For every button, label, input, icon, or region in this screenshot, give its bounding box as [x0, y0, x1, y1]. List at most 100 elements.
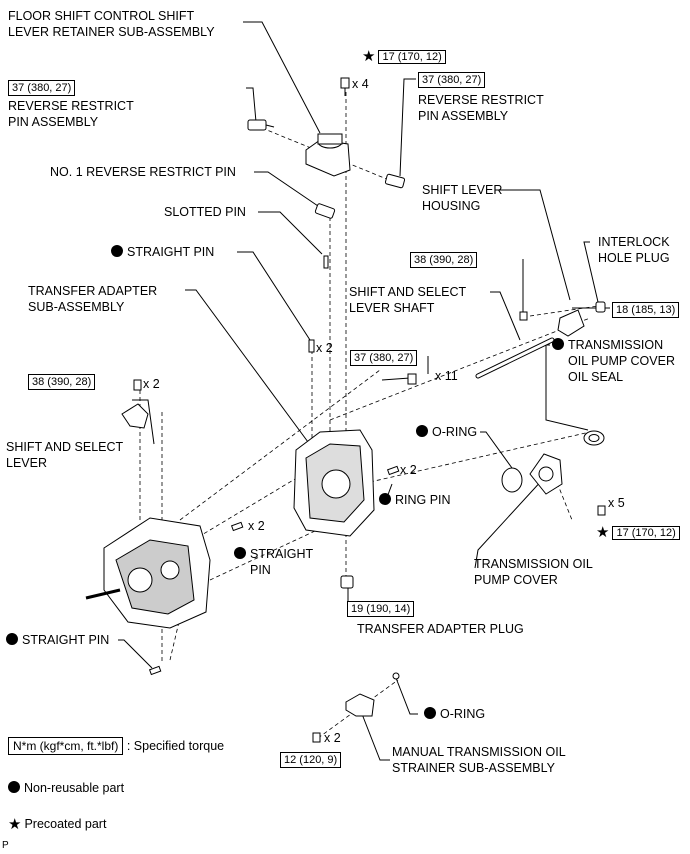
qty-lever: x 2	[143, 377, 160, 391]
legend-non-reusable: Non-reusable part	[8, 780, 124, 796]
leader-straight-bottom	[118, 639, 153, 669]
non-reusable-icon	[416, 425, 428, 437]
label-straight-pin-mid: STRAIGHT PIN	[234, 546, 313, 578]
leader-pump-cover	[474, 477, 545, 569]
straight-pin-bottom	[148, 665, 162, 676]
qty-pump-bolts: x 5	[608, 496, 625, 510]
interlock-plug	[595, 301, 606, 313]
transfer-adapter-plug	[340, 575, 354, 589]
oil-pump-cover-oil-seal	[583, 430, 605, 446]
housing-bolt	[519, 311, 528, 321]
pump-bolt	[597, 505, 606, 516]
slotted-pin	[323, 255, 329, 269]
legend-torque-box: N*m (kgf*cm, ft.*lbf)	[8, 737, 124, 755]
precoat-star-icon: ★	[596, 524, 610, 541]
torque-lever: 38 (390, 28)	[28, 374, 96, 390]
non-reusable-icon	[234, 547, 246, 559]
axis-pump	[369, 431, 591, 483]
leader-rr-left	[246, 87, 257, 123]
qty-case-bolts: x 11	[435, 369, 458, 383]
reverse-restrict-pin-right	[384, 173, 406, 189]
no1-reverse-restrict-pin	[314, 203, 336, 219]
torque-pump-precoat: ★17 (170, 12)	[596, 524, 680, 541]
non-reusable-icon	[379, 493, 391, 505]
leader-shaft	[490, 291, 521, 341]
leader-slotted	[258, 211, 323, 255]
leader-straight-top	[237, 251, 311, 341]
transfer-adapter-sub-assembly	[293, 429, 375, 537]
torque-housing: 38 (390, 28)	[410, 252, 478, 268]
label-oil-pump-cover-seal: TRANSMISSION OIL PUMP COVER OIL SEAL	[552, 337, 675, 385]
oil-pump-cover	[529, 453, 563, 495]
leader-housing	[497, 189, 571, 301]
torque-case-bolts: 37 (380, 27)	[350, 350, 418, 366]
precoat-star-icon: ★	[8, 816, 22, 833]
non-reusable-icon	[8, 781, 20, 793]
bolt-top	[340, 77, 350, 96]
qty-strainer: x 2	[324, 731, 341, 745]
leader-lever	[132, 399, 155, 445]
floor-shift-retainer	[305, 133, 351, 177]
torque-rr-left: 37 (380, 27)	[8, 80, 76, 96]
qty-top-bolts: x 4	[352, 77, 369, 91]
oil-strainer-sub-assembly	[345, 693, 375, 717]
ring-pin	[386, 465, 400, 476]
leader-transfer-adapter	[185, 289, 309, 443]
shift-lever-housing	[557, 309, 585, 337]
label-transfer-adapter-plug: TRANSFER ADAPTER PLUG	[357, 622, 524, 636]
label-straight-pin-bottom: STRAIGHT PIN	[6, 632, 109, 648]
label-o-ring-mid: O-RING	[416, 424, 477, 440]
legend-precoated: ★Precoated part	[8, 816, 107, 833]
leader-oring-mid	[480, 431, 513, 469]
label-straight-pin-top: STRAIGHT PIN	[111, 244, 214, 260]
shift-select-lever	[121, 403, 149, 429]
label-o-ring-bottom: O-RING	[424, 706, 485, 722]
non-reusable-icon	[111, 245, 123, 257]
axis-diagonal-mid	[179, 469, 311, 549]
torque-plug: 19 (190, 14)	[347, 601, 415, 617]
leader-floor-shift	[243, 21, 321, 134]
torque-rr-right: 37 (380, 27)	[418, 72, 486, 88]
precoat-star-icon: ★	[362, 48, 376, 65]
qty-straight-pin-mid: x 2	[248, 519, 265, 533]
non-reusable-icon	[6, 633, 18, 645]
label-slotted-pin: SLOTTED PIN	[164, 205, 246, 219]
torque-top-precoat: ★17 (170, 12)	[362, 48, 446, 65]
leader-strainer	[361, 713, 390, 761]
straight-pin-mid	[230, 521, 244, 532]
o-ring-mid	[501, 467, 523, 493]
reverse-restrict-pin-left	[247, 119, 275, 131]
lever-bolt	[133, 379, 142, 391]
label-no1-reverse-restrict-pin: NO. 1 REVERSE RESTRICT PIN	[50, 165, 236, 179]
leader-no1-rr	[254, 171, 319, 207]
leader-oring-bottom	[395, 677, 418, 715]
straight-pin-top	[308, 339, 315, 353]
case-bolt	[381, 373, 417, 385]
torque-strainer: 12 (120, 9)	[280, 752, 342, 768]
legend-torque-desc: : Specified torque	[126, 739, 225, 753]
leader-interlock	[583, 241, 599, 303]
qty-ring-pin: x 2	[400, 463, 417, 477]
strainer-bolt	[312, 732, 321, 743]
non-reusable-icon	[552, 338, 564, 350]
non-reusable-icon	[424, 707, 436, 719]
axis-housing	[529, 305, 599, 317]
legend-specified-torque: N*m (kgf*cm, ft.*lbf) : Specified torque	[8, 737, 225, 755]
axis-shaft	[329, 317, 591, 421]
o-ring-small	[392, 672, 400, 680]
corner-mark: P	[2, 840, 9, 851]
qty-straight-pin-top: x 2	[316, 341, 333, 355]
axis-diagonal-low	[209, 523, 331, 581]
